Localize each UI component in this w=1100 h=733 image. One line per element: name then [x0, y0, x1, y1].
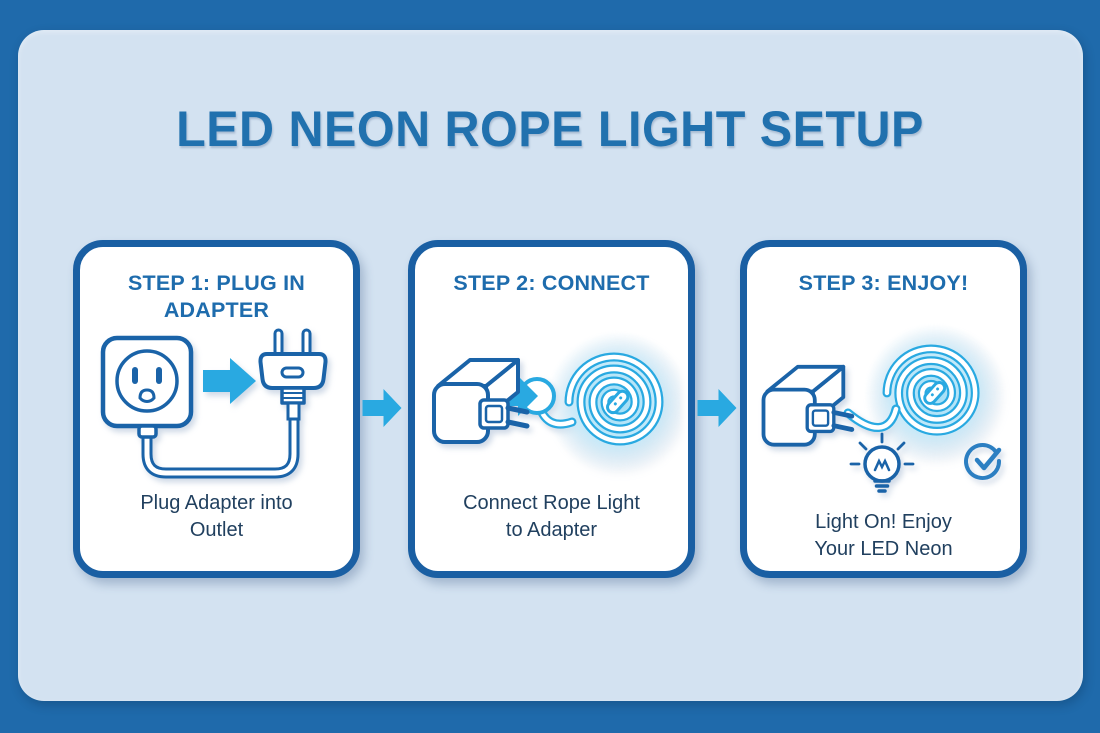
plug-icon: [257, 328, 328, 421]
step-2-heading: STEP 2: CONNECT: [453, 271, 650, 295]
step-card-2: STEP 2: CONNECT Connect Rope Light to Ad…: [408, 240, 695, 578]
step-3-heading: STEP 3: ENJOY!: [798, 271, 969, 295]
step-2-icon-area: [415, 321, 688, 490]
step-card-3: STEP 3: ENJOY!: [740, 240, 1027, 578]
step-3-caption: Light On! Enjoy Your LED Neon: [814, 511, 953, 560]
step-1-icon-area: [80, 324, 353, 490]
right-arrow-icon: [202, 357, 256, 404]
checkmark-circle-icon: [963, 443, 1001, 480]
step-1-caption: Plug Adapter into Outlet: [140, 492, 293, 541]
outlet-icon: [100, 335, 193, 439]
adapter-lit-rope-bulb-check-illustration: [756, 321, 1012, 493]
step-3-icon-area: [747, 321, 1020, 509]
flow-arrow-icon-2: [697, 389, 737, 427]
step-2-caption: Connect Rope Light to Adapter: [463, 492, 640, 541]
flow-arrow-icon-1: [362, 389, 402, 427]
power-adapter-icon: [763, 367, 851, 445]
step-1-heading: STEP 1: PLUG IN ADAPTER: [127, 271, 306, 322]
adapter-arrow-rope-coil-illustration: [424, 330, 680, 482]
page-title: LED NEON ROPE LIGHT SETUP: [176, 101, 924, 157]
rope-coil-icon: [545, 330, 680, 474]
outlet-arrow-plug-illustration: [100, 328, 328, 479]
lightbulb-icon: [849, 432, 914, 493]
lit-rope-coil-icon: [863, 322, 1004, 463]
step-card-1: STEP 1: PLUG IN ADAPTER: [73, 240, 360, 578]
